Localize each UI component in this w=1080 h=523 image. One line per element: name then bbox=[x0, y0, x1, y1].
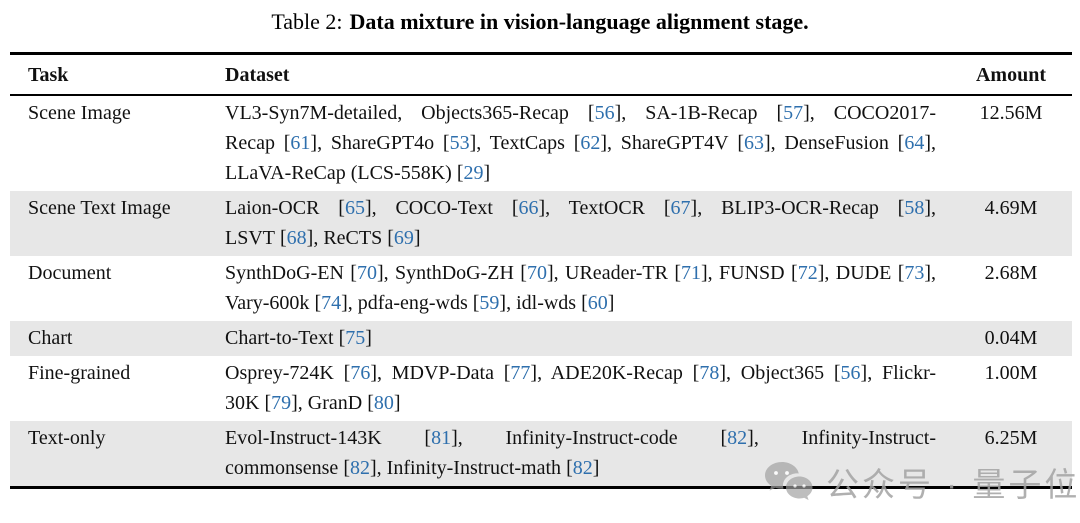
column-header-task: Task bbox=[28, 64, 69, 86]
column-header-dataset: Dataset bbox=[225, 64, 290, 86]
citation-link[interactable]: [82] bbox=[566, 457, 600, 479]
table-body: Scene Image VL3-Syn7M-detailed, Objects36… bbox=[10, 96, 1072, 486]
task-cell: Fine-grained bbox=[28, 362, 131, 384]
dataset-cell: Evol-Instruct-143K [81], Infinity-Instru… bbox=[225, 427, 936, 479]
citation-link[interactable]: [71] bbox=[674, 262, 708, 284]
citation-link[interactable]: [81] bbox=[424, 427, 458, 449]
citation-link[interactable]: [64] bbox=[897, 132, 931, 154]
citation-link[interactable]: [72] bbox=[791, 262, 825, 284]
table-row: Fine-grained Osprey-724K [76], MDVP-Data … bbox=[10, 356, 1072, 421]
citation-link[interactable]: [29] bbox=[456, 162, 491, 184]
amount-cell: 2.68M bbox=[984, 262, 1038, 284]
citation-link[interactable]: [74] bbox=[314, 292, 348, 314]
citation-link[interactable]: [82] bbox=[343, 457, 377, 479]
table-header-row: Task Dataset Amount bbox=[10, 55, 1072, 96]
citation-link[interactable]: [59] bbox=[472, 292, 507, 314]
task-cell: Chart bbox=[28, 327, 73, 349]
citation-link[interactable]: [79] bbox=[264, 392, 298, 414]
data-mixture-table: Task Dataset Amount Scene Image VL3-Syn7M… bbox=[10, 52, 1072, 489]
dataset-cell: Chart-to-Text [75] bbox=[225, 327, 372, 349]
citation-link[interactable]: [68] bbox=[280, 227, 314, 249]
table-caption-label: Table 2: bbox=[271, 9, 343, 34]
citation-link[interactable]: [62] bbox=[573, 132, 608, 154]
table-row: Chart Chart-to-Text [75] 0.04M bbox=[10, 321, 1072, 356]
citation-link[interactable]: [69] bbox=[387, 227, 421, 249]
citation-link[interactable]: [78] bbox=[692, 362, 727, 384]
citation-link[interactable]: [58] bbox=[897, 197, 932, 219]
citation-link[interactable]: [57] bbox=[776, 102, 810, 124]
task-cell: Scene Image bbox=[28, 102, 131, 124]
amount-cell: 12.56M bbox=[979, 102, 1043, 124]
table-caption: Table 2:Data mixture in vision-language … bbox=[0, 0, 1080, 35]
dataset-cell: Osprey-724K [76], MDVP-Data [77], ADE20K… bbox=[225, 362, 936, 414]
dataset-cell: VL3-Syn7M-detailed, Objects365-Recap [56… bbox=[225, 102, 936, 184]
amount-cell: 4.69M bbox=[984, 197, 1038, 219]
amount-cell: 0.04M bbox=[984, 327, 1038, 349]
table-row: Text-only Evol-Instruct-143K [81], Infini… bbox=[10, 421, 1072, 486]
citation-link[interactable]: [70] bbox=[520, 262, 554, 284]
citation-link[interactable]: [53] bbox=[442, 132, 477, 154]
table-row: Scene Image VL3-Syn7M-detailed, Objects36… bbox=[10, 96, 1072, 191]
table-caption-title: Data mixture in vision-language alignmen… bbox=[349, 9, 809, 34]
citation-link[interactable]: [77] bbox=[503, 362, 538, 384]
citation-link[interactable]: [56] bbox=[587, 102, 622, 124]
citation-link[interactable]: [60] bbox=[581, 292, 615, 314]
citation-link[interactable]: [61] bbox=[283, 132, 318, 154]
amount-cell: 6.25M bbox=[984, 427, 1038, 449]
dataset-cell: SynthDoG-EN [70], SynthDoG-ZH [70], URea… bbox=[225, 262, 937, 314]
task-cell: Scene Text Image bbox=[28, 197, 171, 219]
citation-link[interactable]: [73] bbox=[897, 262, 932, 284]
citation-link[interactable]: [67] bbox=[663, 197, 698, 219]
citation-link[interactable]: [76] bbox=[343, 362, 377, 384]
task-cell: Document bbox=[28, 262, 112, 284]
citation-link[interactable]: [63] bbox=[737, 132, 771, 154]
table-row: Scene Text Image Laion-OCR [65], COCO-Tex… bbox=[10, 191, 1072, 256]
column-header-amount: Amount bbox=[975, 64, 1046, 86]
citation-link[interactable]: [80] bbox=[367, 392, 401, 414]
citation-link[interactable]: [66] bbox=[511, 197, 546, 219]
citation-link[interactable]: [82] bbox=[720, 427, 754, 449]
citation-link[interactable]: [65] bbox=[338, 197, 372, 219]
citation-link[interactable]: [56] bbox=[833, 362, 868, 384]
dataset-cell: Laion-OCR [65], COCO-Text [66], TextOCR … bbox=[225, 197, 937, 249]
citation-link[interactable]: [70] bbox=[350, 262, 384, 284]
amount-cell: 1.00M bbox=[984, 362, 1038, 384]
task-cell: Text-only bbox=[28, 427, 106, 449]
citation-link[interactable]: [75] bbox=[338, 327, 372, 349]
table-row: Document SynthDoG-EN [70], SynthDoG-ZH [7… bbox=[10, 256, 1072, 321]
